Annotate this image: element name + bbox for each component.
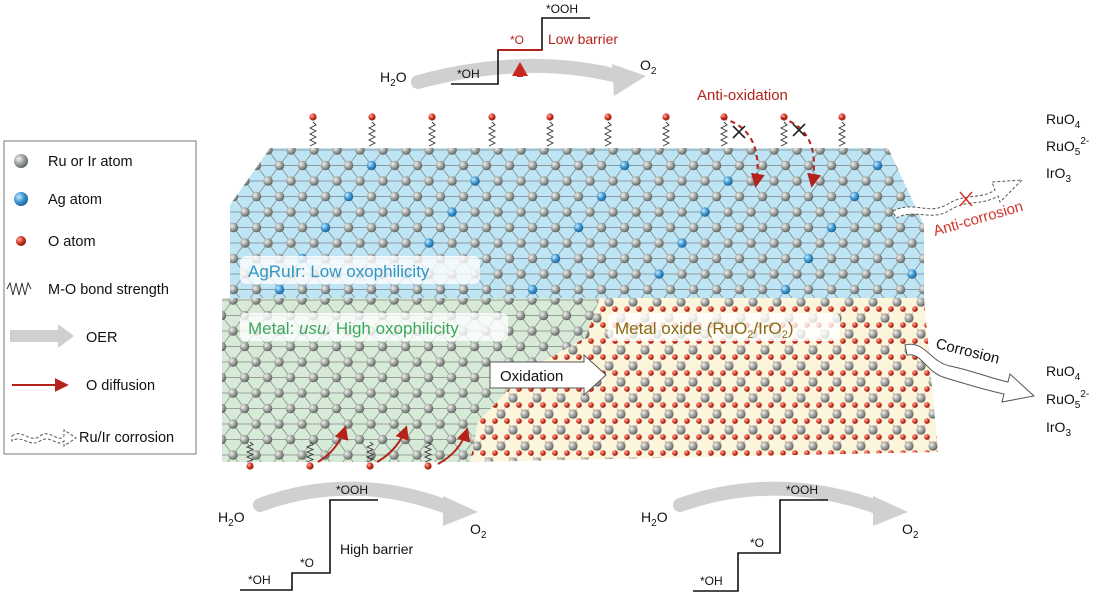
species-rho4: RuO4 bbox=[1046, 111, 1081, 131]
svg-text:*OH: *OH bbox=[457, 67, 480, 81]
product-label: O2 bbox=[902, 521, 919, 541]
svg-text:Ru or Ir atom: Ru or Ir atom bbox=[48, 154, 133, 170]
blocked-cross-icon bbox=[959, 191, 973, 207]
svg-text:*OH: *OH bbox=[700, 574, 723, 588]
red-up-arrow-icon bbox=[512, 62, 528, 76]
svg-text:Metal: usu. High oxophilicity: Metal: usu. High oxophilicity bbox=[248, 319, 459, 338]
oer-arrowhead-icon bbox=[612, 64, 646, 96]
svg-text:*O: *O bbox=[300, 556, 314, 570]
svg-text:OER: OER bbox=[86, 330, 117, 346]
svg-text:O atom: O atom bbox=[48, 234, 96, 250]
metal-label: Metal: usu. High oxophilicity bbox=[240, 313, 508, 341]
svg-text:Low barrier: Low barrier bbox=[548, 31, 618, 47]
svg-text:*O: *O bbox=[510, 33, 524, 47]
gray-atom-icon bbox=[14, 154, 28, 168]
zigzag-bond-icon bbox=[6, 281, 32, 296]
svg-text:Corrosion: Corrosion bbox=[934, 335, 1001, 367]
agruir-label: AgRuIr: Low oxophilicity bbox=[240, 256, 480, 284]
bottom-surface-bonds bbox=[245, 441, 433, 470]
blue-atom-icon bbox=[14, 192, 28, 206]
species-ruo5: RuO52- bbox=[1046, 389, 1089, 411]
svg-text:*OH: *OH bbox=[248, 573, 271, 587]
species-top: RuO4 RuO52- IrO3 bbox=[1046, 111, 1089, 185]
svg-text:Ag atom: Ag atom bbox=[48, 192, 102, 208]
svg-text:*OOH: *OOH bbox=[336, 483, 368, 497]
species-bottom: RuO4 RuO52- IrO3 bbox=[1046, 363, 1089, 439]
gray-arrow-icon bbox=[10, 324, 74, 348]
svg-text:Ru/Ir corrosion: Ru/Ir corrosion bbox=[79, 430, 174, 446]
legend-box bbox=[3, 140, 197, 455]
product-label: O2 bbox=[640, 57, 657, 77]
oxide-label: Metal oxide (RuO2/IrO2) bbox=[608, 313, 840, 341]
legend: Ru or Ir atom Ag atom O atom M-O bond st… bbox=[3, 140, 197, 455]
reactant-label: H2O bbox=[380, 69, 407, 89]
svg-text:*O: *O bbox=[750, 536, 764, 550]
top-surface-bonds bbox=[308, 113, 847, 147]
bottom-right-reaction: H2O O2 *OH *O *OOH bbox=[641, 481, 919, 592]
svg-text:High barrier: High barrier bbox=[340, 541, 413, 557]
species-iro3: IrO3 bbox=[1046, 419, 1071, 439]
svg-text:M-O bond strength: M-O bond strength bbox=[48, 282, 169, 298]
svg-text:Oxidation: Oxidation bbox=[500, 368, 563, 385]
svg-text:Metal oxide (RuO2/IrO2): Metal oxide (RuO2/IrO2) bbox=[615, 319, 794, 341]
svg-text:*OOH: *OOH bbox=[786, 483, 818, 497]
species-ruo4: RuO4 bbox=[1046, 363, 1081, 383]
oer-arrowhead-icon bbox=[443, 496, 478, 526]
svg-text:O diffusion: O diffusion bbox=[86, 378, 155, 394]
svg-text:Anti-corrosion: Anti-corrosion bbox=[931, 198, 1025, 240]
o-diffusion-arrows bbox=[317, 425, 471, 465]
svg-text:AgRuIr: Low oxophilicity: AgRuIr: Low oxophilicity bbox=[248, 262, 430, 281]
reactant-label: H2O bbox=[641, 509, 668, 529]
bottom-left-reaction: H2O O2 *OH *O *OOH High barrier bbox=[218, 481, 487, 591]
svg-text:*OOH: *OOH bbox=[546, 2, 578, 16]
anti-oxidation-arrows: Anti-oxidation bbox=[697, 87, 821, 188]
top-reaction: H2O O2 *OH *O *OOH Low barrier bbox=[380, 2, 657, 96]
blocked-cross-icon bbox=[732, 123, 806, 139]
reactant-label: H2O bbox=[218, 509, 245, 529]
species-ruo5: RuO52- bbox=[1046, 136, 1089, 158]
oxidation-arrow: Oxidation bbox=[489, 353, 607, 397]
product-label: O2 bbox=[470, 521, 487, 541]
red-atom-icon bbox=[16, 236, 26, 246]
wavy-arrow-icon bbox=[11, 429, 77, 447]
oer-arrowhead-icon bbox=[873, 496, 908, 526]
svg-text:Anti-oxidation: Anti-oxidation bbox=[697, 87, 788, 104]
species-iro3: IrO3 bbox=[1046, 165, 1071, 185]
